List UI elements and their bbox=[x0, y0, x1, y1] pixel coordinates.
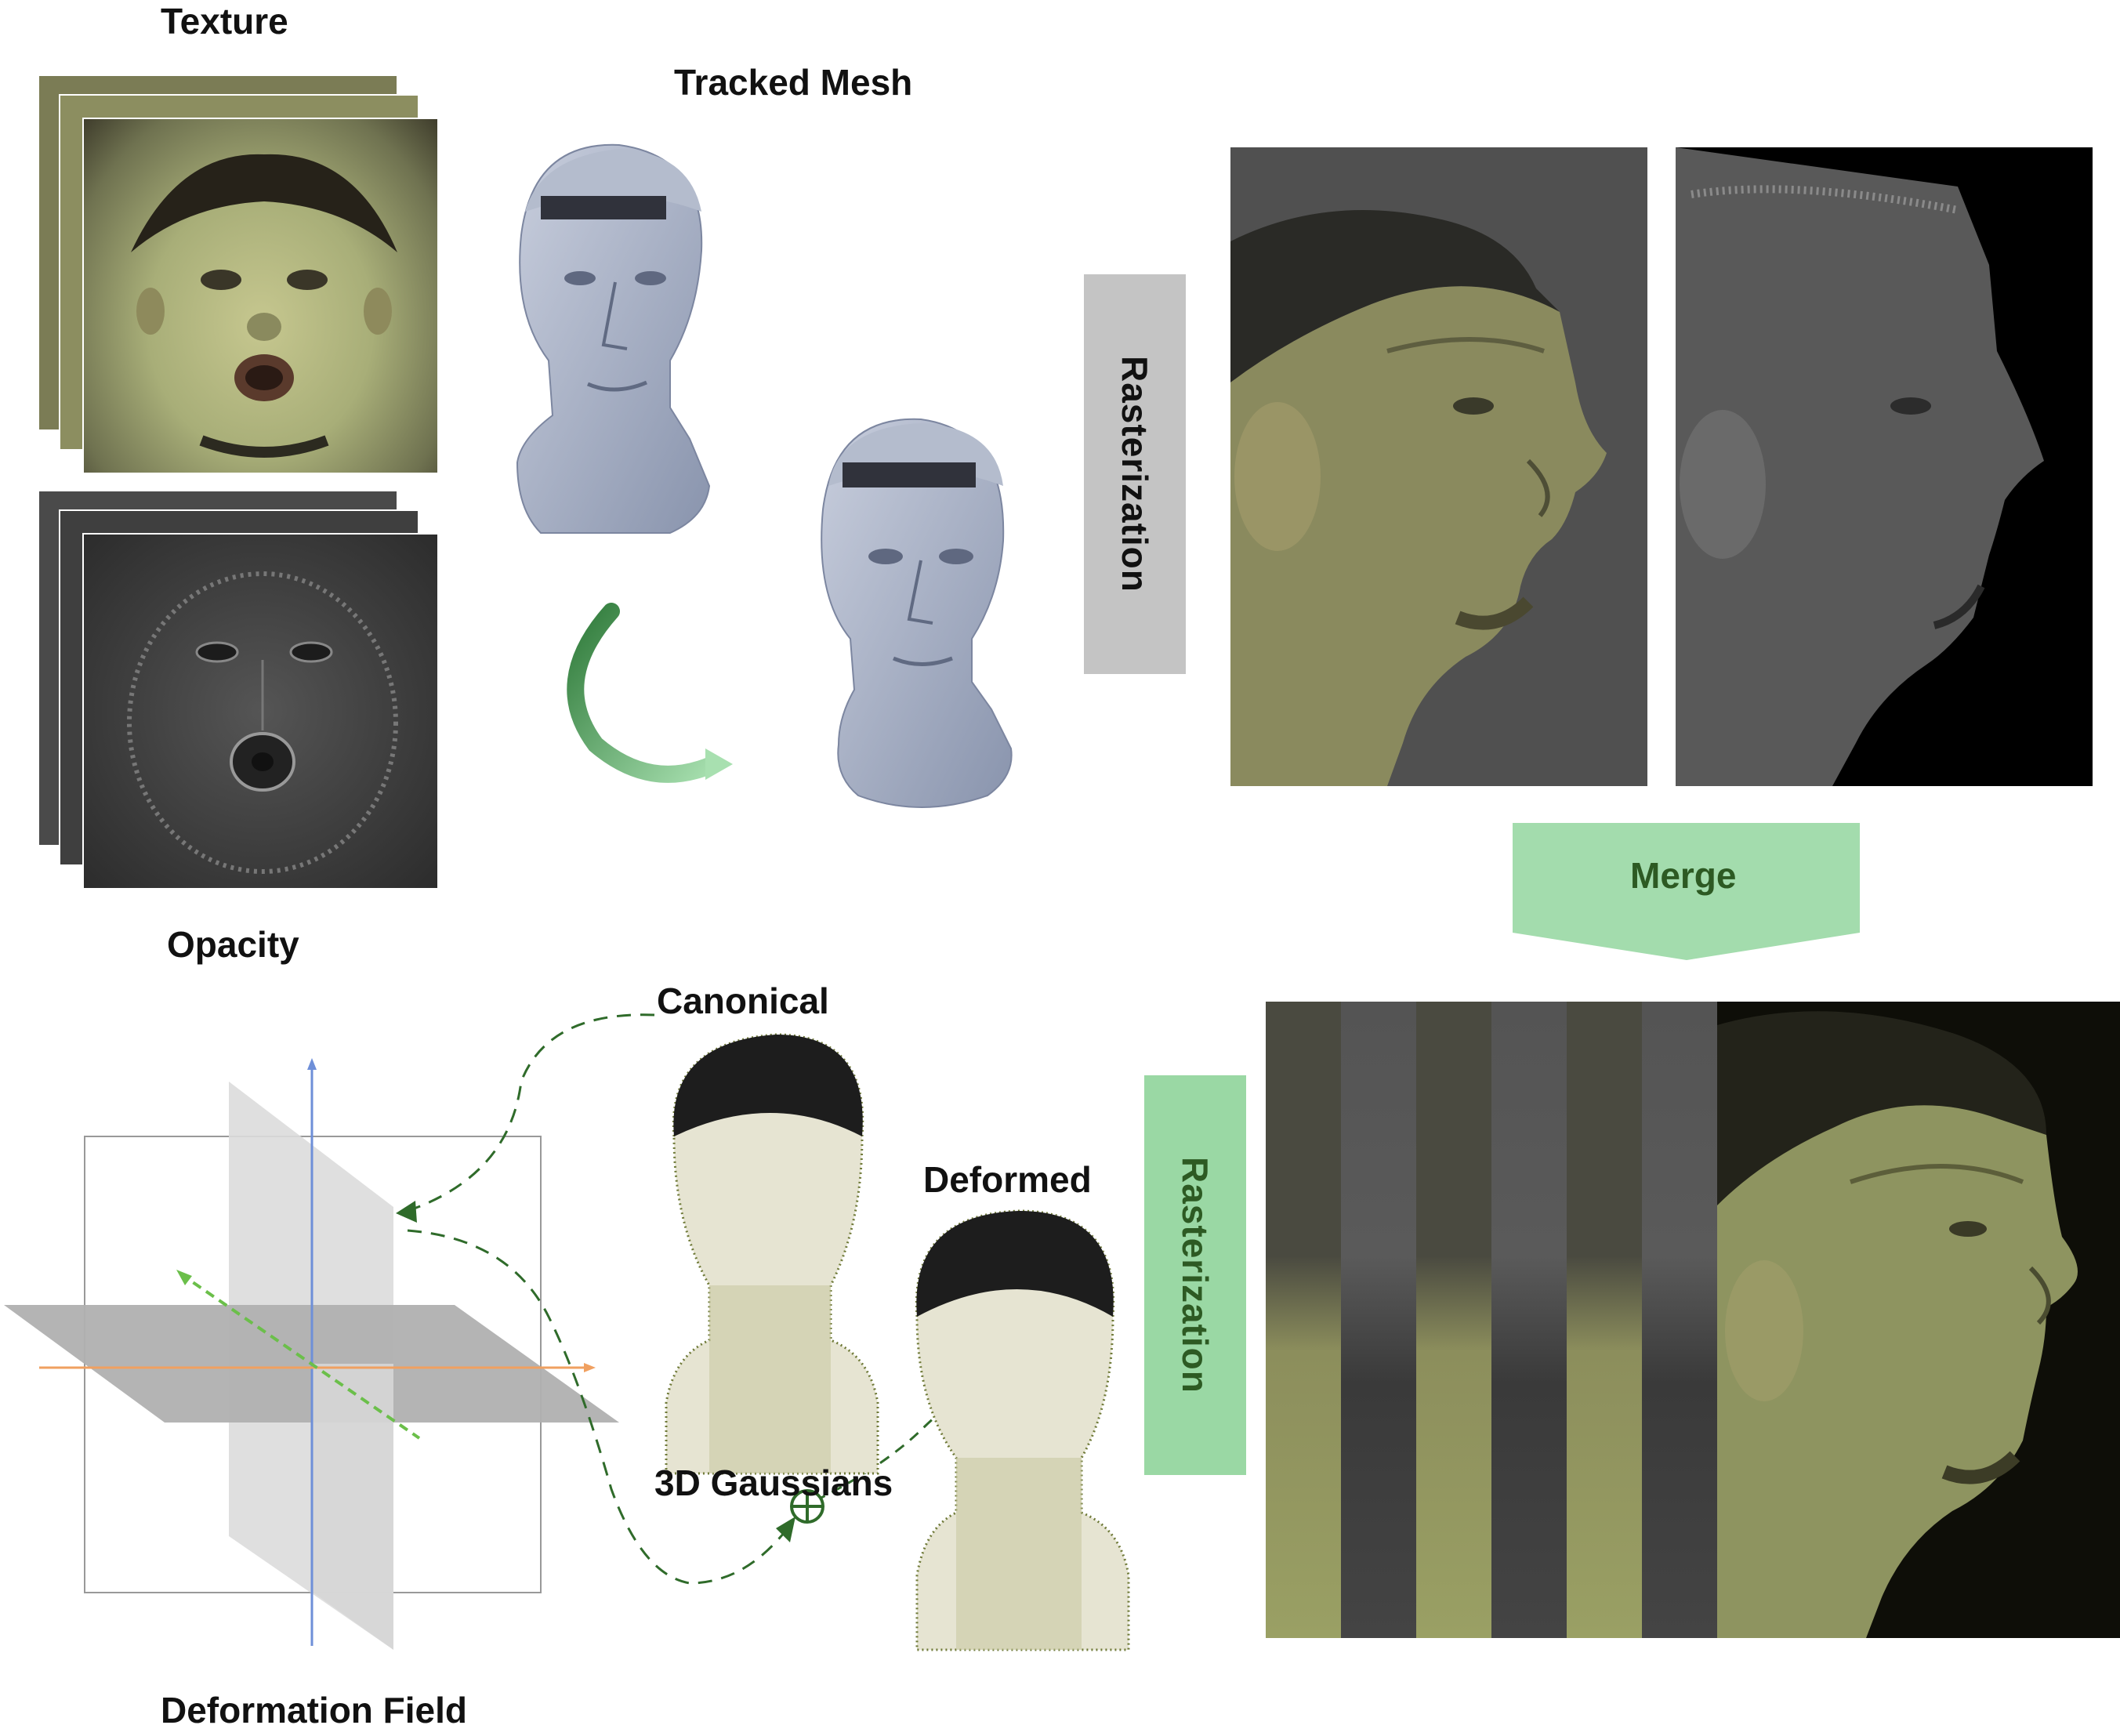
deformation-field-label: Deformation Field bbox=[161, 1690, 468, 1731]
canonical-point-cloud bbox=[665, 1033, 879, 1475]
rendered-color-face-svg bbox=[1230, 210, 1607, 786]
canonical-to-field-arrow bbox=[407, 1013, 655, 1212]
texture-map bbox=[82, 118, 439, 474]
rasterization-bottom-label: Rasterization bbox=[1175, 1157, 1216, 1394]
output-strip-5 bbox=[1567, 1002, 1642, 1638]
axis-y bbox=[179, 1272, 421, 1440]
plus-circle-icon bbox=[790, 1489, 824, 1524]
tracked-mesh-head-deformed bbox=[821, 418, 1013, 808]
deformed-point-cloud bbox=[915, 1209, 1130, 1651]
texture-face-svg bbox=[131, 154, 397, 458]
tracked-mesh-head-front bbox=[516, 143, 711, 534]
canonical-label: Canonical bbox=[657, 980, 829, 1021]
texture-label: Texture bbox=[161, 1, 288, 42]
final-render-image bbox=[1717, 1002, 2120, 1638]
opacity-label: Opacity bbox=[167, 924, 299, 965]
rendered-opacity-image bbox=[1676, 147, 2093, 786]
merge-label: Merge bbox=[1630, 855, 1737, 896]
output-strip-2 bbox=[1341, 1002, 1416, 1638]
rasterization-bottom-box: Rasterization bbox=[1144, 1075, 1246, 1475]
opacity-face-svg bbox=[127, 571, 398, 874]
field-to-gaussians-arrow bbox=[407, 1229, 789, 1585]
output-strip-4 bbox=[1491, 1002, 1567, 1638]
rendered-color-image bbox=[1230, 147, 1647, 786]
rasterization-top-label: Rasterization bbox=[1114, 356, 1155, 593]
gaussians-label: 3D Gaussians bbox=[654, 1462, 893, 1503]
vertical-plane-front bbox=[311, 1364, 393, 1650]
final-render-face-svg bbox=[1717, 1011, 2078, 1638]
output-strip-1 bbox=[1266, 1002, 1341, 1638]
output-strip-6 bbox=[1642, 1002, 1717, 1638]
merge-box bbox=[1513, 823, 1860, 960]
output-strip-3 bbox=[1416, 1002, 1491, 1638]
rasterization-top-box: Rasterization bbox=[1084, 274, 1186, 674]
rotation-arrow-icon bbox=[567, 603, 733, 783]
deformed-label: Deformed bbox=[923, 1159, 1092, 1200]
opacity-map bbox=[82, 533, 439, 890]
rendered-opacity-face-svg bbox=[1676, 147, 2044, 786]
tracked-mesh-label: Tracked Mesh bbox=[674, 62, 913, 103]
